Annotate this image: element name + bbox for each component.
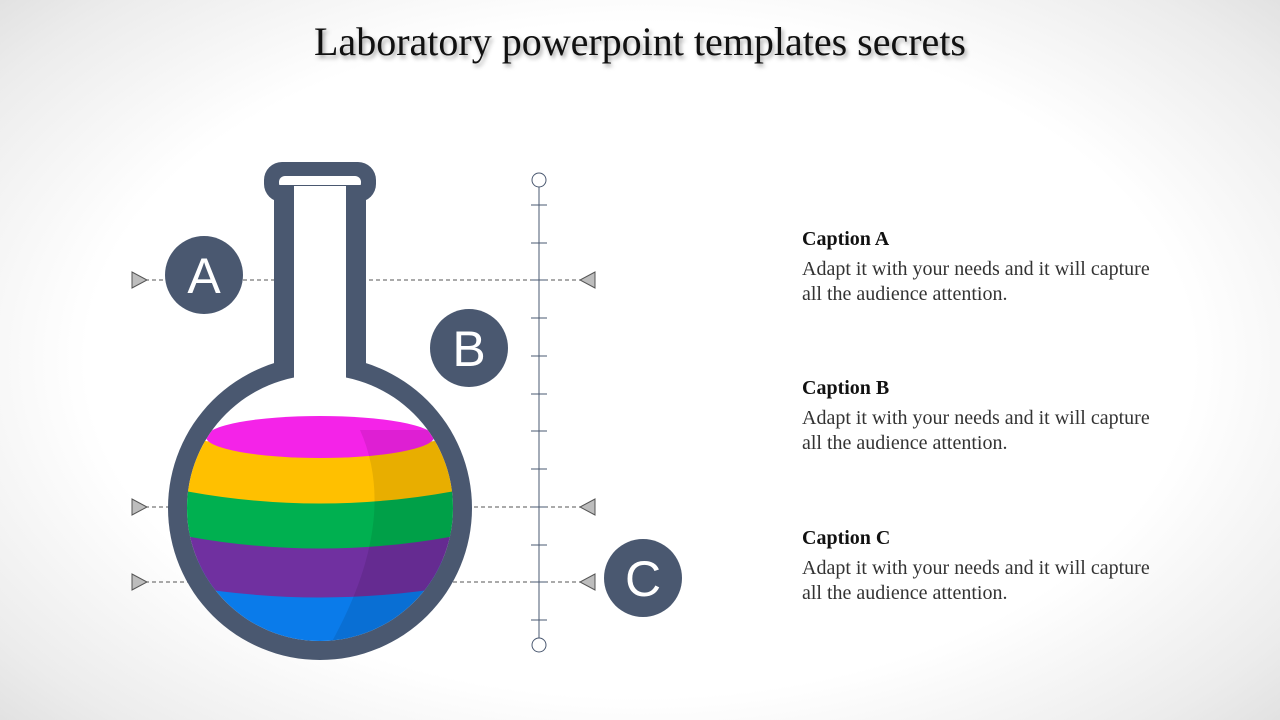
scale-top-knob-icon: [531, 172, 547, 188]
arrow-left-c-icon: [131, 573, 149, 591]
badge-b: B: [430, 309, 508, 387]
caption-a: Caption A Adapt it with your needs and i…: [802, 228, 1162, 307]
caption-b: Caption B Adapt it with your needs and i…: [802, 377, 1162, 456]
caption-c-title: Caption C: [802, 527, 891, 549]
badge-c: C: [604, 539, 682, 617]
caption-c: Caption C Adapt it with your needs and i…: [802, 527, 1162, 606]
arrow-markers: [131, 271, 596, 591]
liquid-layer-magenta: [206, 416, 434, 458]
caption-b-body: Adapt it with your needs and it will cap…: [802, 407, 1150, 454]
badge-a-letter: A: [187, 248, 221, 304]
liquid-layer-purple: [187, 530, 453, 598]
arrow-left-a-icon: [131, 271, 149, 289]
caption-c-body: Adapt it with your needs and it will cap…: [802, 557, 1150, 604]
liquid-layers: [187, 416, 453, 641]
caption-a-body: Adapt it with your needs and it will cap…: [802, 258, 1150, 305]
badge-b-letter: B: [452, 321, 485, 377]
arrow-left-b-icon: [131, 498, 149, 516]
caption-b-title: Caption B: [802, 377, 890, 399]
caption-a-title: Caption A: [802, 228, 890, 250]
arrow-right-c-icon: [578, 573, 596, 591]
scale-bottom-knob-icon: [531, 637, 547, 653]
arrow-right-a-icon: [578, 271, 596, 289]
page-title: Laboratory powerpoint templates secrets: [314, 19, 966, 64]
measurement-scale: [531, 172, 547, 653]
badge-c-letter: C: [625, 551, 661, 607]
arrow-right-b-icon: [578, 498, 596, 516]
badge-a: A: [165, 236, 243, 314]
liquid-layer-green: [187, 485, 453, 549]
